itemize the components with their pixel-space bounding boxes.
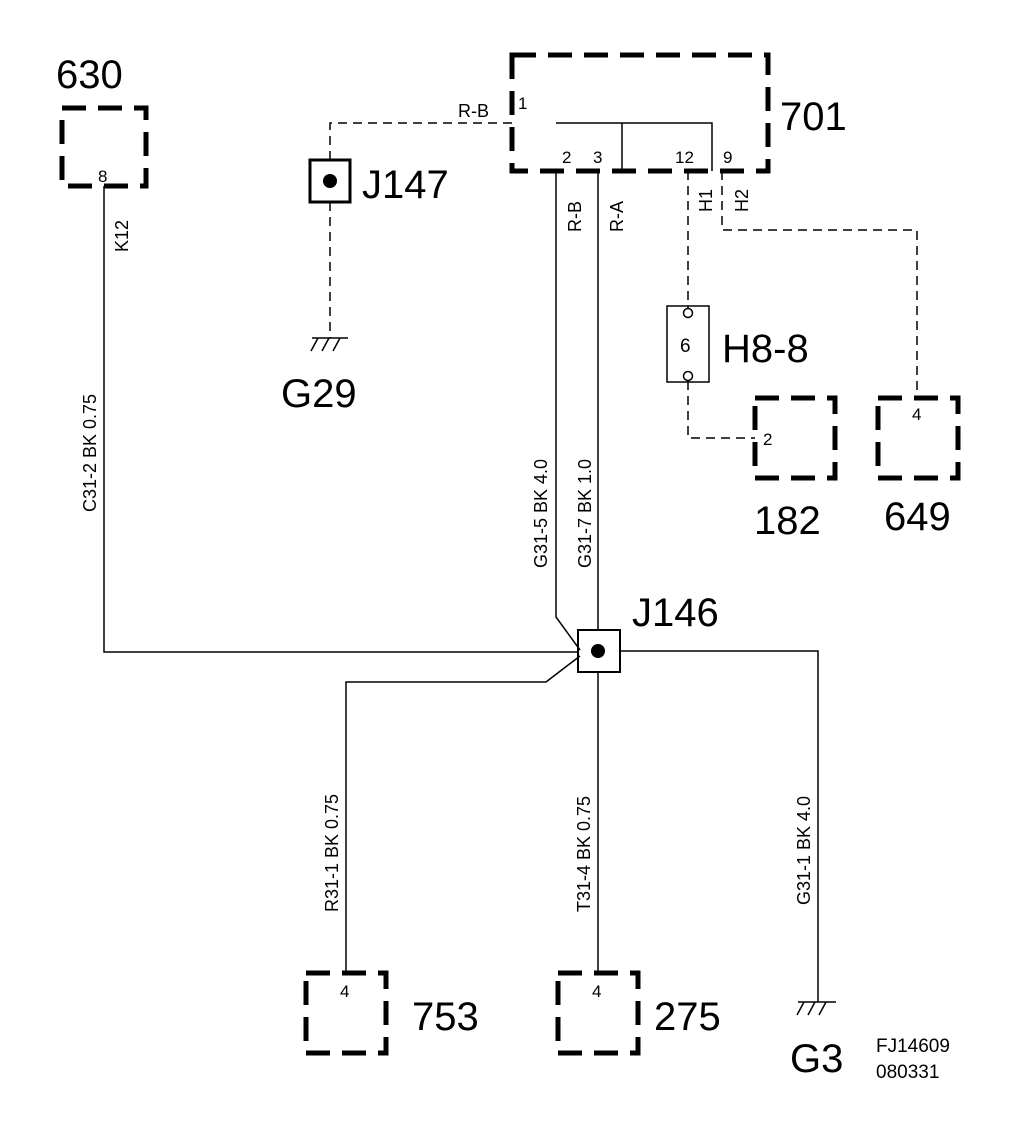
ground-g29-label: G29 — [281, 372, 357, 416]
wire-label-h1: H1 — [696, 189, 716, 212]
component-182-box — [752, 395, 838, 481]
h8-8-label: H8-8 — [722, 327, 809, 371]
wire-g31-1 — [620, 650, 819, 1002]
figure-code-line2: 080331 — [876, 1062, 939, 1083]
ground-g3-label: G3 — [790, 1037, 843, 1081]
wire-label-k12: K12 — [112, 220, 132, 252]
component-649: 4 649 — [875, 395, 961, 539]
component-701-internal-bus — [556, 122, 713, 171]
component-753: 4 753 — [303, 970, 479, 1056]
wire-label-t31-4: T31-4 BK 0.75 — [574, 796, 594, 912]
component-753-box — [303, 970, 389, 1056]
component-182-pin-2: 2 — [763, 430, 772, 449]
component-701-pin-12: 12 — [675, 148, 694, 167]
component-701-label: 701 — [780, 95, 847, 139]
component-275-label: 275 — [654, 995, 721, 1039]
component-649-box — [875, 395, 961, 481]
j147-dot — [323, 174, 337, 188]
component-182: 2 182 — [752, 395, 838, 543]
junction-j146: J146 — [577, 591, 719, 673]
wire-h8-to-182 — [687, 381, 755, 439]
j146-dot — [591, 644, 605, 658]
figure-code-line1: FJ14609 — [876, 1036, 950, 1057]
h8-8-lower-terminal — [682, 370, 694, 382]
j146-label: J146 — [632, 591, 719, 635]
wire-label-g31-1: G31-1 BK 4.0 — [794, 796, 814, 905]
junction-j147: J147 — [308, 158, 449, 207]
component-701-pin-1: 1 — [518, 94, 527, 113]
ground-g3-symbol — [796, 1001, 836, 1016]
wire-h2 — [721, 171, 918, 398]
ground-g29-symbol — [310, 337, 348, 352]
wire-label-g31-5: G31-5 BK 4.0 — [531, 459, 551, 568]
component-753-pin-4: 4 — [340, 982, 349, 1001]
component-701-box — [509, 52, 771, 174]
component-701-pin-3: 3 — [593, 148, 602, 167]
wire-rb-to-j147 — [329, 122, 512, 160]
component-630: 630 8 — [56, 53, 149, 189]
j147-label: J147 — [362, 163, 449, 207]
component-701-pin-9: 9 — [723, 148, 732, 167]
component-649-pin-4: 4 — [912, 405, 921, 424]
h8-8-upper-terminal — [682, 307, 694, 319]
component-753-label: 753 — [412, 995, 479, 1039]
h8-8-pin-6: 6 — [680, 336, 691, 357]
wire-label-rb-top: R-B — [458, 101, 489, 121]
wire-label-c31-2: C31-2 BK 0.75 — [80, 394, 100, 512]
wire-label-g31-7: G31-7 BK 1.0 — [575, 459, 595, 568]
wire-r31-1 — [345, 655, 581, 975]
wire-label-r31-1: R31-1 BK 0.75 — [322, 794, 342, 912]
component-275: 4 275 — [555, 970, 721, 1056]
component-630-label: 630 — [56, 53, 123, 97]
wire-label-h2: H2 — [732, 189, 752, 212]
component-275-box — [555, 970, 641, 1056]
wire-c31-2 — [103, 186, 578, 653]
component-630-pin-8: 8 — [98, 167, 107, 186]
component-182-label: 182 — [754, 499, 821, 543]
wire-label-rb-vertical: R-B — [565, 201, 585, 232]
component-275-pin-4: 4 — [592, 982, 601, 1001]
wire-label-ra-vertical: R-A — [607, 201, 627, 232]
wire-g31-5 — [555, 171, 581, 651]
component-701-pin-2: 2 — [562, 148, 571, 167]
component-649-label: 649 — [884, 495, 951, 539]
connector-h8-8: 6 H8-8 — [666, 305, 809, 383]
component-701: 701 1 2 3 12 9 — [509, 52, 847, 174]
